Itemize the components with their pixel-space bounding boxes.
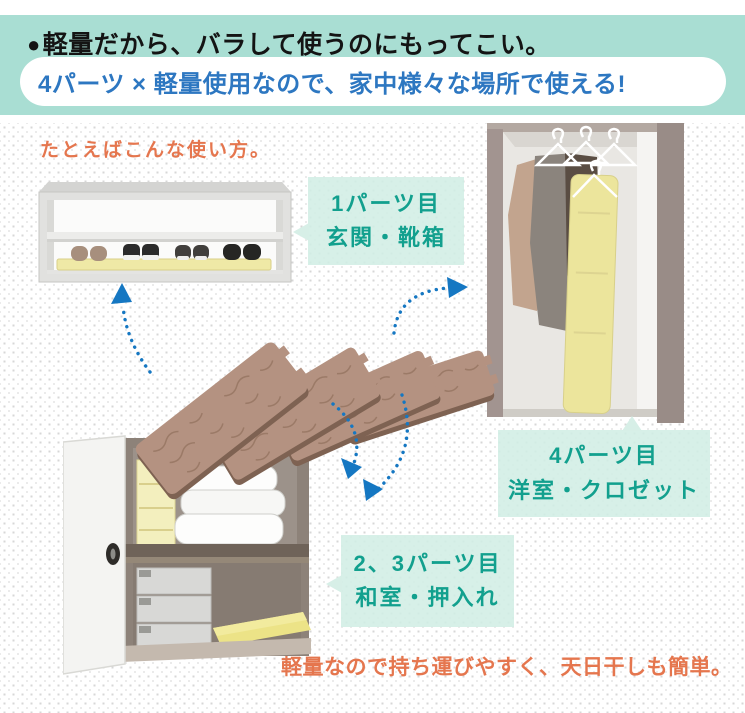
usage-diagram: たとえばこんな使い方。	[0, 123, 745, 713]
footer-text: 軽量なので持ち運びやすく、天日干しも簡単。	[281, 656, 733, 679]
hanger-icons	[533, 125, 639, 198]
usage-label-part23: 2、3パーツ目 和室・押入れ	[326, 535, 514, 627]
shoes	[71, 244, 261, 261]
board-part1	[135, 342, 309, 500]
label-line: 洋室・クロゼット	[507, 477, 700, 503]
hanging-sunoko-board	[562, 174, 619, 414]
subheadline-pill: 4パーツ × 軽量使用なので、家中様々な場所で使える!	[20, 57, 726, 106]
oshiire-illustration	[63, 435, 311, 675]
floor-sunoko	[213, 612, 311, 646]
bullet-icon: ●	[27, 32, 41, 57]
bubble-tail	[326, 575, 342, 593]
drawers	[136, 567, 212, 649]
sunoko-boards-illustration	[135, 342, 499, 500]
sunoko-mat	[56, 258, 272, 271]
label-line: 4パーツ目	[549, 443, 659, 469]
bubble-tail	[622, 416, 642, 431]
label-line: 和室・押入れ	[355, 585, 500, 610]
header-band: ●軽量だから、バラして使うのにもってこい。 4パーツ × 軽量使用なので、家中様…	[0, 15, 745, 115]
label-line: 玄関・靴箱	[325, 225, 446, 250]
intro-text: たとえばこんな使い方。	[40, 140, 272, 161]
headline: ●軽量だから、バラして使うのにもってこい。	[27, 25, 551, 61]
label-line: 1パーツ目	[331, 190, 441, 216]
shoe-rack-illustration	[38, 182, 292, 283]
usage-label-part4: 4パーツ目 洋室・クロゼット	[498, 416, 710, 517]
subheadline-text: 4パーツ × 軽量使用なので、家中様々な場所で使える!	[38, 71, 627, 98]
closet-illustration	[487, 123, 684, 423]
usage-label-part1: 1パーツ目 玄関・靴箱	[293, 177, 464, 265]
label-line: 2、3パーツ目	[353, 550, 502, 576]
bubble-tail	[293, 223, 309, 241]
headline-text: 軽量だから、バラして使うのにもってこい。	[42, 31, 551, 59]
sliding-door	[63, 435, 126, 675]
board-part2	[209, 347, 382, 485]
